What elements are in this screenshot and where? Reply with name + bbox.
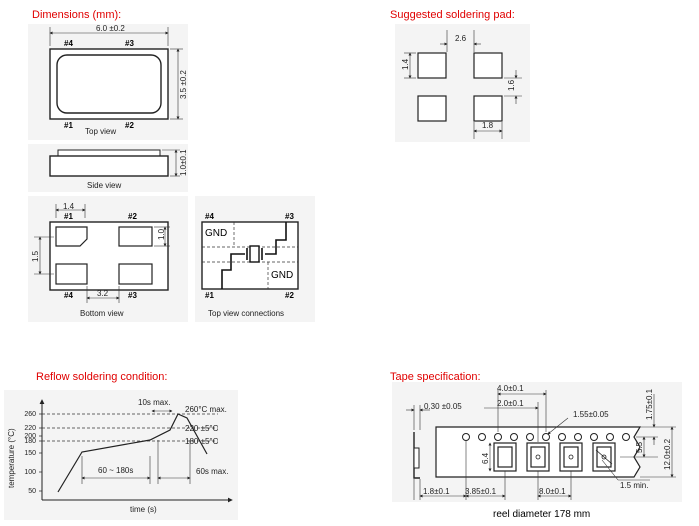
conn-gnd-top: GND [205,228,227,239]
bottom-pin-2: #2 [128,212,137,221]
reflow-panel [4,390,238,520]
y-ticks [39,413,42,492]
height-dim: 3.5 ±0.2 [179,70,188,99]
soldering-pad-drawing: 2.6 1.4 1.6 1.8 [395,24,530,142]
connections-caption: Top view connections [208,309,284,318]
y-tick-labels: 260 220 200 180 150 100 50 [24,411,36,495]
top-view-drawing: 6.0 ±0.2 #4 #3 3.5 ±0.2 #1 #2 Top view [28,24,188,140]
conn-trace-1 [221,253,245,289]
conn-trace-3 [265,222,287,255]
ann-260: 260°C max. [185,405,227,414]
sprocket-holes [462,433,630,441]
connections-drawing: #4 #3 GND GND #1 #2 Top view connections [195,196,315,322]
solder-pad-tr [473,52,503,79]
top-pin-1: #1 [64,121,73,130]
tape-d-155: 1.55±0.05 [573,410,609,419]
y-tick-180: 180 [24,438,36,445]
soldering-pad-heading: Suggested soldering pad: [390,9,515,21]
tape-pockets [493,442,616,472]
crystal-symbol [249,245,260,263]
bottom-pin-3: #3 [128,291,137,300]
solder-pad-bl [417,95,447,122]
tape-d-15min: 1.5 min. [620,481,648,490]
pad-gap-dim: 2.6 [455,34,467,43]
soldering-pad-panel [395,24,530,142]
tape-d-40: 4.0±0.1 [497,384,524,393]
tape-d-55: 5.5 [635,441,644,453]
bottom-pad-4 [55,263,88,285]
tape-heading: Tape specification: [390,371,481,383]
width-dim: 6.0 ±0.2 [96,24,125,33]
bottom-pad-3 [118,263,153,285]
y-tick-150: 150 [24,450,36,457]
bottom-view-caption: Bottom view [80,309,124,318]
tape-d-030: 0.30 ±0.05 [424,402,462,411]
lid-outline [56,54,162,114]
pad-height-dim: 1.4 [401,58,410,70]
top-pin-2: #2 [125,121,134,130]
y-tick-260: 260 [24,411,36,418]
dimensions-heading: Dimensions (mm): [32,9,122,21]
y-tick-50: 50 [28,488,36,495]
bottom-pin-4: #4 [64,291,73,300]
solder-pad-br [473,95,503,122]
conn-pin-2: #2 [285,291,294,300]
conn-pin-4: #4 [205,212,214,221]
tape-drawing: 0.30 ±0.05 4.0±0.1 2.0±0.1 1.55±0.05 1.7… [392,382,682,520]
solder-pad-tl [417,52,447,79]
reflow-heading: Reflow soldering condition: [36,371,168,383]
bottom-pad-1 [55,226,88,247]
tape-d-120: 12.0±0.2 [663,438,672,470]
y-tick-200: 200 [24,433,36,440]
reflow-profile [57,413,208,493]
reel-diameter: reel diameter 178 mm [493,509,590,520]
thickness-dim: 1.0±0.1 [179,149,188,176]
reflow-x-axis-label: time (s) [130,505,157,514]
tape-d-385: 3.85±0.1 [465,487,497,496]
pad-width-dim: 1.8 [482,121,494,130]
tape-profile [413,432,420,479]
bottom-pad-w-dim: 1.4 [63,202,75,211]
y-tick-220: 220 [24,425,36,432]
bottom-pad-2 [118,226,153,247]
tape-d-18: 1.8±0.1 [423,487,450,496]
tape-d-175: 1.75±0.1 [645,388,654,420]
conn-pin-1: #1 [205,291,214,300]
conn-gnd-bottom: GND [271,270,293,281]
side-view-caption: Side view [87,181,121,190]
bottom-pitch-dim: 1.5 [31,250,40,262]
ann-60s: 60s max. [196,467,228,476]
tape-d-64: 6.4 [481,452,490,464]
side-body [49,155,169,177]
tape-d-80: 8.0±0.1 [539,487,566,496]
top-view-caption: Top view [85,127,116,136]
tape-d-20: 2.0±0.1 [497,399,524,408]
reflow-chart: 260 220 200 180 150 100 50 temperature (… [4,390,238,520]
ann-220: 220 ±5°C [185,424,219,433]
side-lid [57,149,161,157]
ann-60-180: 60 ~ 180s [98,466,133,475]
bottom-pin-1: #1 [64,212,73,221]
pad-pitch-dim: 1.6 [507,79,516,91]
top-pin-4: #4 [64,39,73,48]
y-tick-100: 100 [24,469,36,476]
bottom-pad-h-dim: 1.0 [157,228,166,240]
conn-pin-3: #3 [285,212,294,221]
side-view-drawing: 1.0±0.1 Side view [28,144,188,192]
top-pin-3: #3 [125,39,134,48]
bottom-gap-dim: 3.2 [97,289,109,298]
ann-10s: 10s max. [138,398,170,407]
ann-180: 180 ±5°C [185,437,219,446]
bottom-view-drawing: 1.4 #1 #2 1.0 1.5 #4 #3 3.2 Bottom view [28,196,188,322]
reflow-y-axis-label: temperature (°C) [7,428,16,488]
